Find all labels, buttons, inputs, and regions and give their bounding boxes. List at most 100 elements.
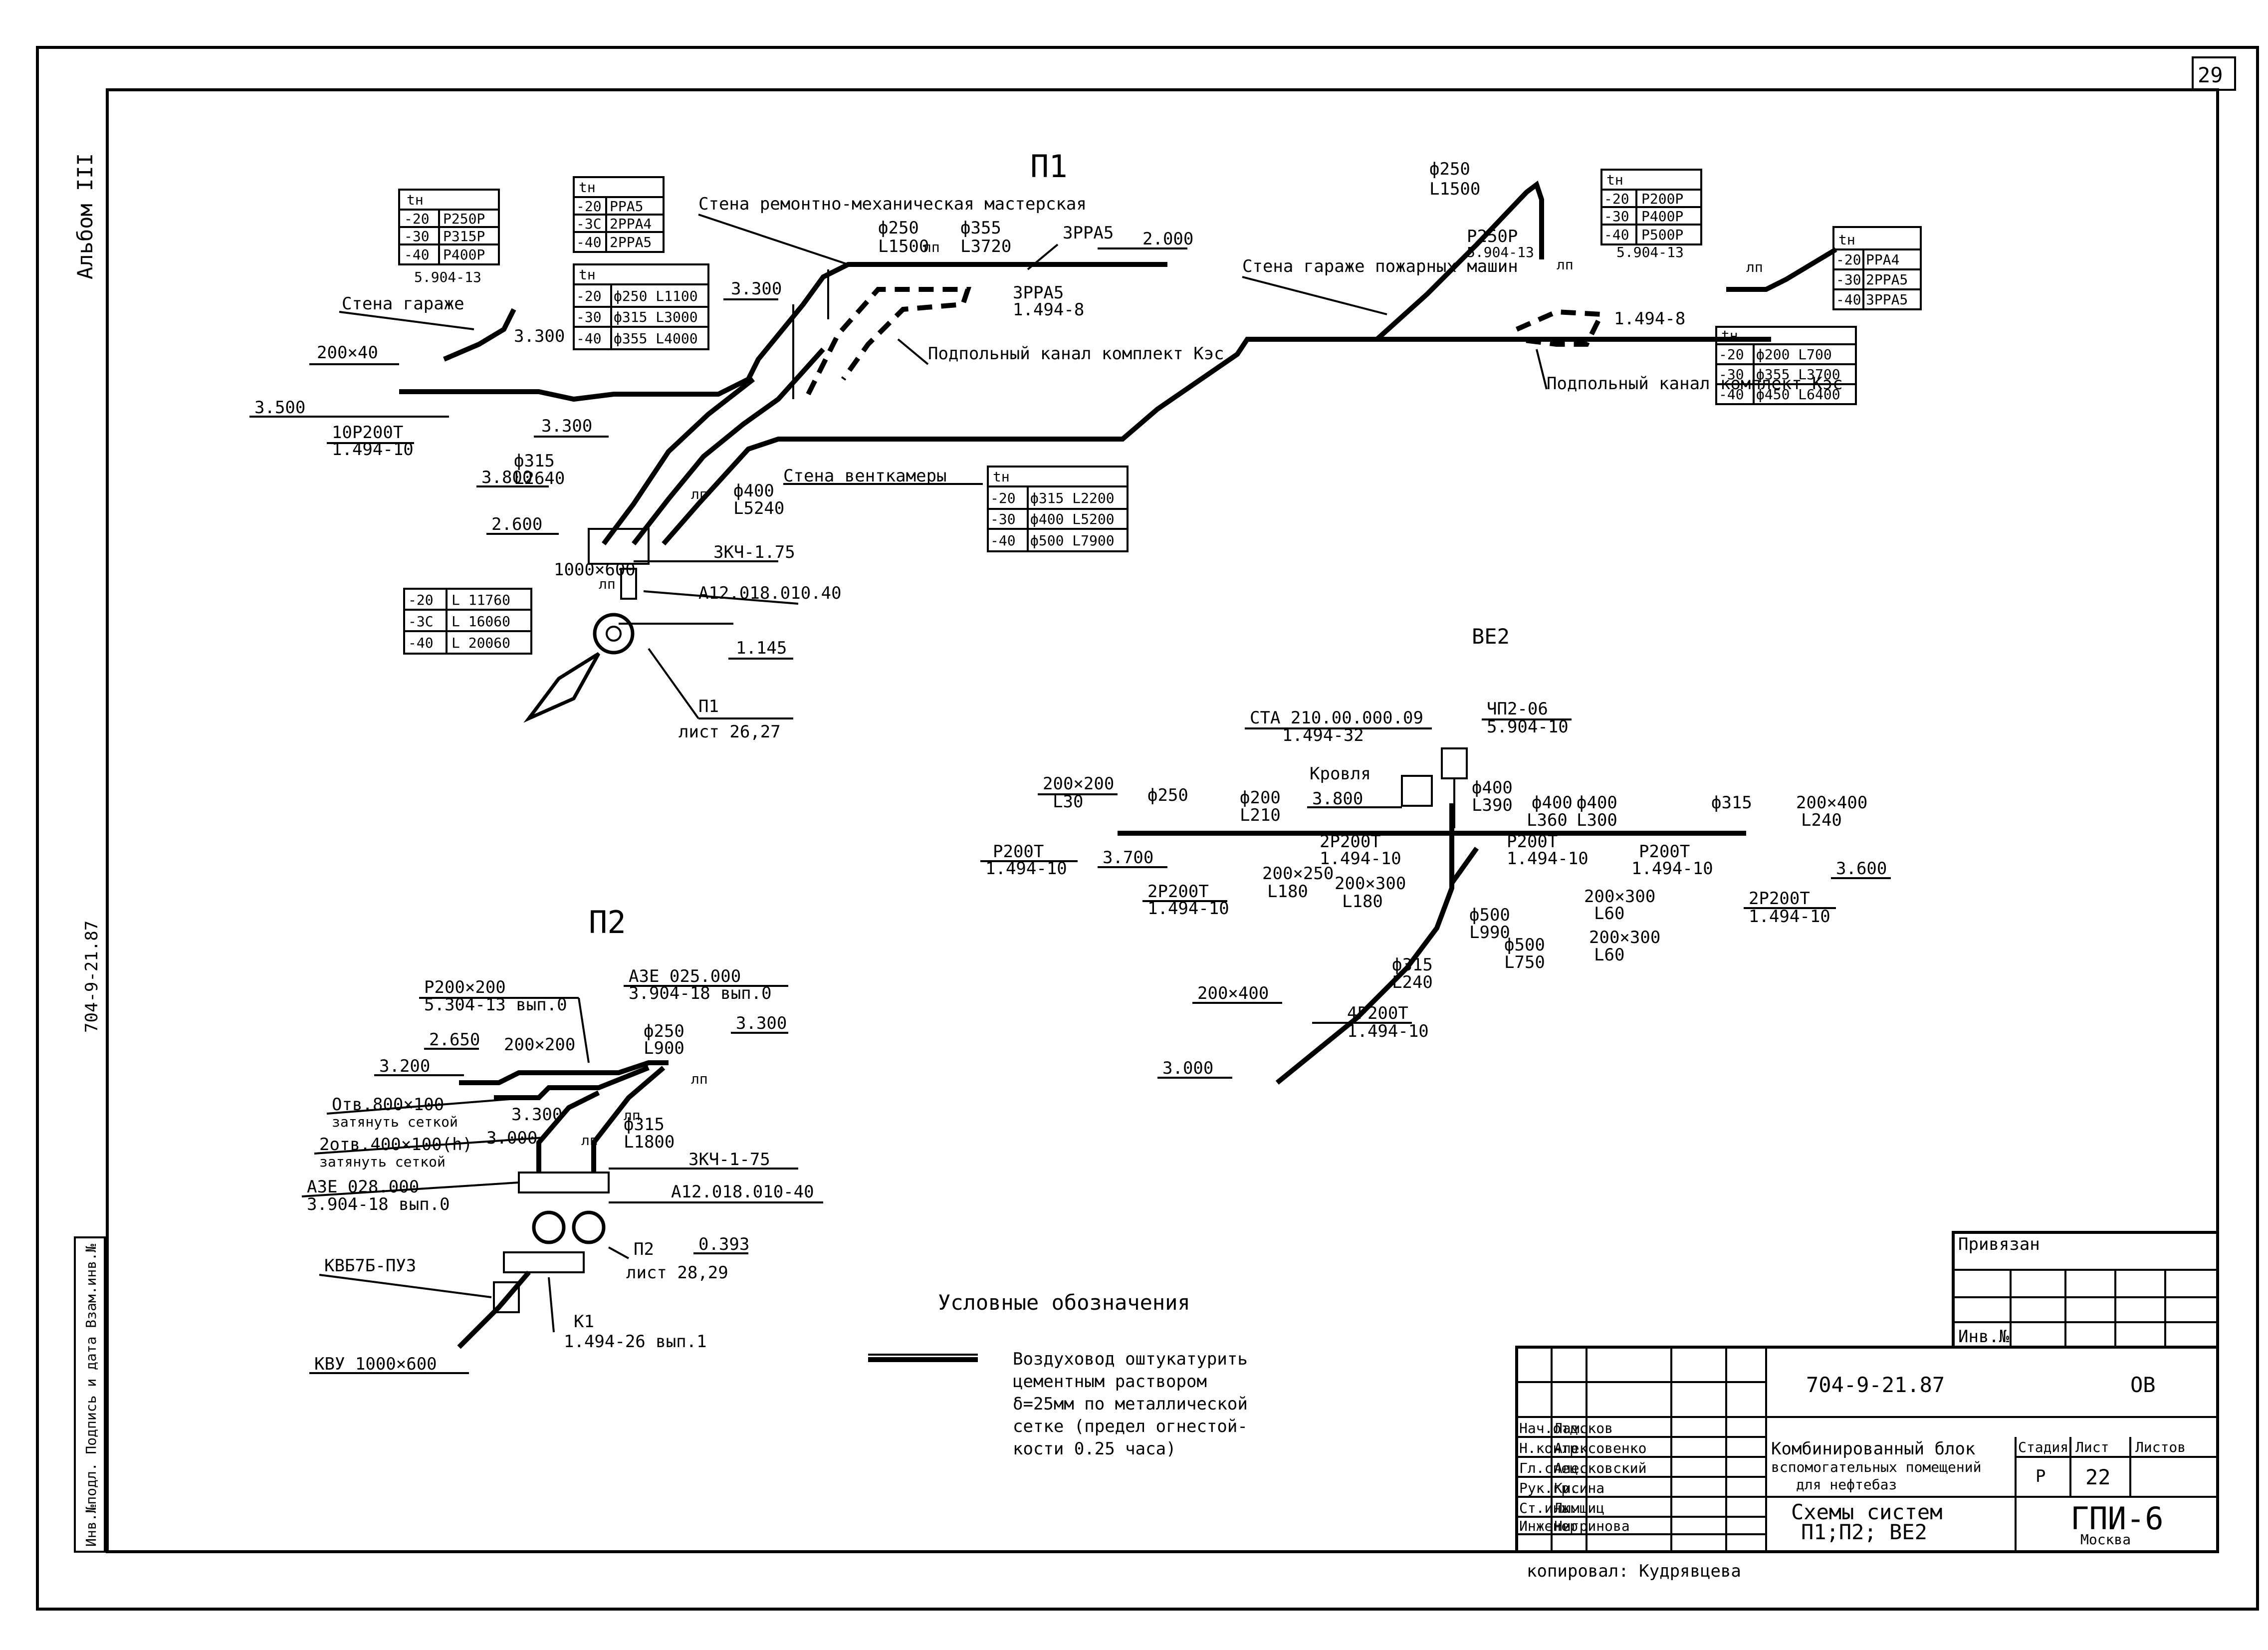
- svg-text:3КЧ-1-75: 3КЧ-1-75: [688, 1150, 770, 1170]
- svg-text:КВБ7Б-ПУЗ: КВБ7Б-ПУЗ: [324, 1256, 416, 1276]
- svg-text:-40: -40: [404, 246, 430, 263]
- svg-text:200×200: 200×200: [504, 1035, 575, 1055]
- svg-text:копировал: Кудрявцева: копировал: Кудрявцева: [1527, 1561, 1741, 1581]
- svg-text:Н.контр.: Н.контр.: [1519, 1440, 1587, 1456]
- svg-text:-30: -30: [404, 228, 430, 244]
- svg-text:L 16060: L 16060: [452, 613, 510, 630]
- svg-text:-20: -20: [408, 592, 434, 608]
- svg-text:лп: лп: [691, 486, 708, 502]
- svg-text:-30: -30: [1719, 366, 1744, 383]
- svg-text:затянуть сеткой: затянуть сеткой: [319, 1154, 446, 1170]
- svg-text:Москва: Москва: [2080, 1531, 2131, 1548]
- svg-text:1.494-8: 1.494-8: [1614, 309, 1685, 329]
- svg-text:Ст.инж.: Ст.инж.: [1519, 1500, 1578, 1516]
- svg-text:-40: -40: [1604, 227, 1629, 243]
- svg-text:704-9-21.87: 704-9-21.87: [1806, 1373, 1945, 1397]
- svg-text:Инв.№: Инв.№: [1958, 1327, 2010, 1347]
- svg-text:ф250: ф250: [644, 1021, 684, 1041]
- svg-text:2.000: 2.000: [1142, 229, 1193, 249]
- svg-text:цементным раствором: цементным раствором: [1013, 1372, 1207, 1392]
- svg-text:ф355 L4000: ф355 L4000: [614, 330, 698, 347]
- svg-text:Р: Р: [2036, 1466, 2045, 1486]
- svg-text:лист 26,27: лист 26,27: [679, 722, 781, 742]
- svg-text:лп: лп: [923, 239, 940, 255]
- title-block: Привязан Инв.№ 704-9-21.87 ОВ Нач.отд. Н…: [1515, 1231, 2219, 1581]
- outer-border: [36, 46, 2259, 1611]
- svg-text:3.600: 3.600: [1836, 859, 1887, 879]
- svg-text:-40: -40: [1719, 386, 1744, 403]
- svg-text:-40: -40: [576, 234, 602, 250]
- svg-text:ф250: ф250: [1429, 159, 1470, 179]
- svg-text:Р315Р: Р315Р: [443, 228, 485, 244]
- p1-labels: Стена гараже Стена ремонтно-механическая…: [249, 159, 1843, 742]
- svg-text:Инженер: Инженер: [1519, 1518, 1578, 1534]
- p1-table-vent: tн -20 ф315 L2200 -30 ф400 L5200 -40 ф50…: [987, 466, 1129, 552]
- svg-text:Р200Р: Р200Р: [1641, 191, 1683, 207]
- svg-text:ф400: ф400: [1472, 778, 1513, 798]
- svg-text:лп: лп: [599, 576, 616, 592]
- svg-text:L300: L300: [1577, 810, 1617, 830]
- svg-text:3КЧ-1.75: 3КЧ-1.75: [713, 542, 795, 562]
- svg-text:L390: L390: [1472, 795, 1513, 815]
- svg-text:Лист: Лист: [2075, 1439, 2109, 1455]
- svg-text:-20: -20: [990, 490, 1016, 506]
- svg-text:Р200Т: Р200Т: [993, 842, 1044, 862]
- svg-text:-40: -40: [1836, 291, 1861, 308]
- svg-text:3РРА5: 3РРА5: [1013, 283, 1064, 303]
- svg-text:ф315: ф315: [514, 451, 555, 471]
- svg-text:L900: L900: [644, 1038, 684, 1058]
- svg-text:1.494-10: 1.494-10: [1320, 849, 1401, 869]
- svg-text:L3720: L3720: [960, 236, 1011, 256]
- svg-text:2Р200Т: 2Р200Т: [1320, 832, 1381, 852]
- svg-text:ф315 L3000: ф315 L3000: [614, 309, 698, 325]
- svg-text:3.300: 3.300: [514, 326, 565, 346]
- svg-text:tн: tн: [993, 469, 1010, 485]
- svg-text:РРА4: РРА4: [1866, 251, 1899, 268]
- svg-text:tн: tн: [1606, 172, 1623, 188]
- svg-text:-20: -20: [576, 198, 602, 215]
- svg-text:L5240: L5240: [733, 498, 784, 518]
- svg-text:АЗЕ 028.000: АЗЕ 028.000: [307, 1177, 419, 1197]
- p2-title: П2: [589, 904, 626, 941]
- svg-text:Р500Р: Р500Р: [1641, 227, 1683, 243]
- svg-text:Нигринова: Нигринова: [1554, 1518, 1630, 1534]
- svg-text:2РРА4: 2РРА4: [610, 216, 652, 232]
- svg-text:ГПИ-6: ГПИ-6: [2070, 1500, 2164, 1537]
- svg-text:лп: лп: [624, 1107, 641, 1124]
- p1-table-rs: tн -20 ф200 L700 -30 ф355 L3700 -40 ф450…: [1715, 326, 1857, 405]
- svg-text:Комбинированный блок: Комбинированный блок: [1771, 1439, 1975, 1459]
- svg-text:ЧП2-06: ЧП2-06: [1487, 699, 1548, 719]
- svg-text:200×200: 200×200: [1043, 774, 1114, 794]
- svg-text:ф500 L7900: ф500 L7900: [1030, 532, 1115, 549]
- svg-text:2.650: 2.650: [429, 1030, 480, 1050]
- p1-table-rr: tн -20 РРА4 -30 2РРА5 -40 3РРА5: [1832, 226, 1922, 310]
- svg-text:ф355 L3700: ф355 L3700: [1756, 366, 1840, 383]
- svg-text:-20: -20: [576, 288, 602, 304]
- svg-text:22: 22: [2085, 1465, 2111, 1489]
- svg-text:1.494-10: 1.494-10: [1631, 859, 1713, 879]
- ve2-title: ВЕ2: [1472, 624, 1510, 649]
- svg-text:L240: L240: [1392, 972, 1433, 992]
- svg-text:L180: L180: [1267, 882, 1308, 902]
- p1-table-sizes: tн -20 ф250 L1100 -30 ф315 L3000 -40 ф35…: [573, 263, 709, 350]
- ve2-ducts: [1118, 747, 1746, 1085]
- svg-text:tн: tн: [407, 192, 424, 208]
- svg-text:лп: лп: [1746, 259, 1763, 275]
- svg-text:tн: tн: [1838, 232, 1855, 248]
- svg-text:Стадия: Стадия: [2018, 1439, 2068, 1455]
- svg-text:ф200: ф200: [1240, 788, 1281, 808]
- svg-text:кости 0.25 часа): кости 0.25 часа): [1013, 1439, 1176, 1459]
- svg-text:Рук.гр.: Рук.гр.: [1519, 1480, 1578, 1496]
- svg-text:Стена гараже: Стена гараже: [342, 294, 464, 314]
- p1-table-left: tн -20 Р250Р -30 Р315Р -40 Р400Р 5.904-1…: [398, 189, 500, 285]
- svg-text:L240: L240: [1801, 810, 1842, 830]
- svg-text:ф250: ф250: [1147, 785, 1188, 805]
- svg-text:3.300: 3.300: [541, 416, 592, 436]
- svg-text:3РРА5: 3РРА5: [1063, 223, 1114, 243]
- p1-title: П1: [1030, 148, 1068, 185]
- svg-text:1.494-26 вып.1: 1.494-26 вып.1: [564, 1332, 707, 1352]
- svg-text:5.904-13: 5.904-13: [1616, 244, 1684, 260]
- svg-text:Кровля: Кровля: [1310, 764, 1371, 784]
- svg-text:ф500: ф500: [1504, 935, 1545, 955]
- p2-labels: Р200×200 5.304-13 вып.0 АЗЕ 025.000 3.90…: [301, 966, 823, 1374]
